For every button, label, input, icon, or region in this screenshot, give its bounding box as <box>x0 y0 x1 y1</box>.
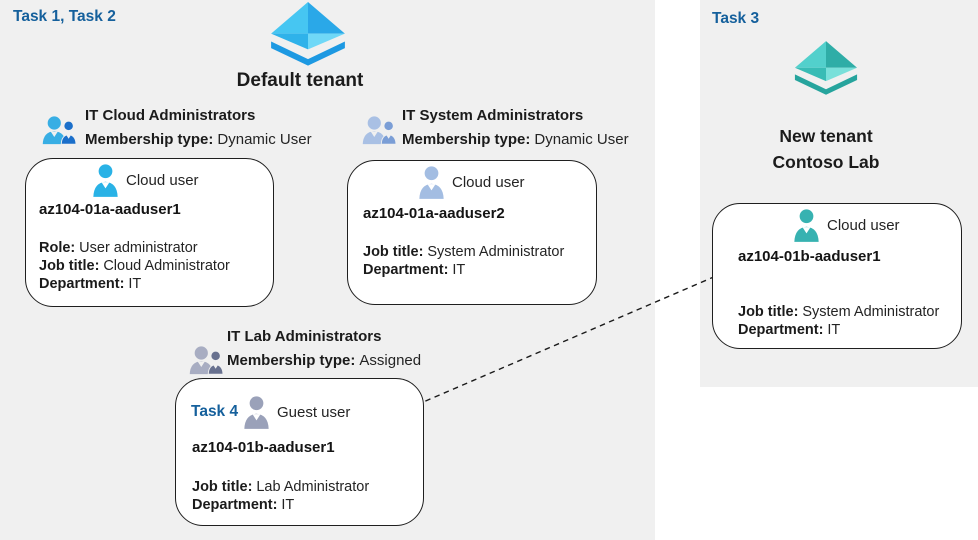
user-name: az104-01b-aaduser1 <box>192 439 335 456</box>
user-type-label: Cloud user <box>452 173 525 191</box>
user-type-label: Cloud user <box>126 171 199 189</box>
users-group-icon <box>189 346 223 375</box>
membership-type-value: Assigned <box>359 352 422 369</box>
field-label: Role: <box>39 240 76 256</box>
field-value: IT <box>452 262 466 278</box>
new-tenant-title-line2: Contoso Lab <box>772 152 880 172</box>
user-field: Department:IT <box>192 496 369 514</box>
membership-type-value: Dynamic User <box>534 131 629 148</box>
new-tenant-title: New tenant Contoso Lab <box>736 123 916 175</box>
group-name: IT Lab Administrators <box>227 328 382 345</box>
field-label: Department: <box>738 322 824 338</box>
group-membership-type: Membership type:Assigned <box>227 352 421 369</box>
cloud-user-icon <box>93 164 118 197</box>
user-card-az104-01a-aaduser1: Cloud user az104-01a-aaduser1 Role:User … <box>25 158 274 307</box>
user-field: Job title:Cloud Administrator <box>39 257 230 275</box>
user-field: Department:IT <box>363 261 564 279</box>
field-value: IT <box>281 497 295 513</box>
user-field: Role:User administrator <box>39 239 230 257</box>
field-value: Cloud Administrator <box>103 258 230 274</box>
user-name: az104-01a-aaduser1 <box>39 201 181 218</box>
membership-type-label: Membership type: <box>402 131 531 148</box>
user-field: Job title:System Administrator <box>738 303 939 321</box>
field-label: Department: <box>192 497 278 513</box>
user-field: Job title:Lab Administrator <box>192 478 369 496</box>
field-label: Department: <box>39 276 125 292</box>
user-name: az104-01a-aaduser2 <box>363 205 505 222</box>
field-value: System Administrator <box>427 244 565 260</box>
azure-ad-default-tenant-icon <box>271 2 345 66</box>
group-name: IT Cloud Administrators <box>85 107 256 124</box>
field-value: System Administrator <box>802 304 940 320</box>
field-label: Job title: <box>192 479 253 495</box>
user-type-row: Cloud user <box>793 208 900 242</box>
membership-type-label: Membership type: <box>227 352 356 369</box>
field-label: Job title: <box>363 244 424 260</box>
azure-ad-new-tenant-icon <box>794 41 858 95</box>
group-name: IT System Administrators <box>402 107 584 124</box>
field-label: Department: <box>363 262 449 278</box>
users-group-icon <box>42 116 76 145</box>
users-group-icon <box>362 116 396 145</box>
task-4-label: Task 4 <box>191 403 239 420</box>
user-field: Department:IT <box>39 275 230 293</box>
cloud-user-icon <box>794 209 819 242</box>
user-card-az104-01b-aaduser1-new-tenant: Cloud user az104-01b-aaduser1 Job title:… <box>712 203 962 349</box>
user-type-label: Guest user <box>277 403 351 421</box>
user-type-row: Cloud user <box>418 165 525 199</box>
field-label: Job title: <box>738 304 799 320</box>
task-1-2-label: Task 1, Task 2 <box>13 8 116 25</box>
user-fields: Role:User administrator Job title:Cloud … <box>39 239 230 293</box>
user-fields: Job title:System Administrator Departmen… <box>363 243 564 279</box>
user-type-label: Cloud user <box>827 216 900 234</box>
guest-user-card-az104-01b-aaduser1: Task 4 Guest user az104-01b-aaduser1 Job… <box>175 378 424 526</box>
user-name: az104-01b-aaduser1 <box>738 248 881 265</box>
membership-type-label: Membership type: <box>85 131 214 148</box>
field-value: IT <box>827 322 841 338</box>
default-tenant-title: Default tenant <box>236 70 364 91</box>
cloud-user-icon <box>419 166 444 199</box>
user-type-row: Guest user <box>243 395 350 429</box>
group-membership-type: Membership type:Dynamic User <box>85 131 312 148</box>
field-label: Job title: <box>39 258 100 274</box>
user-fields: Job title:System Administrator Departmen… <box>738 303 939 339</box>
guest-user-icon <box>244 396 269 429</box>
field-value: IT <box>128 276 142 292</box>
task-3-label: Task 3 <box>712 10 760 27</box>
field-value: User administrator <box>79 240 198 256</box>
user-field: Job title:System Administrator <box>363 243 564 261</box>
field-value: Lab Administrator <box>256 479 370 495</box>
user-field: Department:IT <box>738 321 939 339</box>
user-type-row: Cloud user <box>92 163 199 197</box>
user-fields: Job title:Lab Administrator Department:I… <box>192 478 369 514</box>
new-tenant-title-line1: New tenant <box>779 126 873 146</box>
membership-type-value: Dynamic User <box>217 131 312 148</box>
user-card-az104-01a-aaduser2: Cloud user az104-01a-aaduser2 Job title:… <box>347 160 597 305</box>
group-membership-type: Membership type:Dynamic User <box>402 131 629 148</box>
